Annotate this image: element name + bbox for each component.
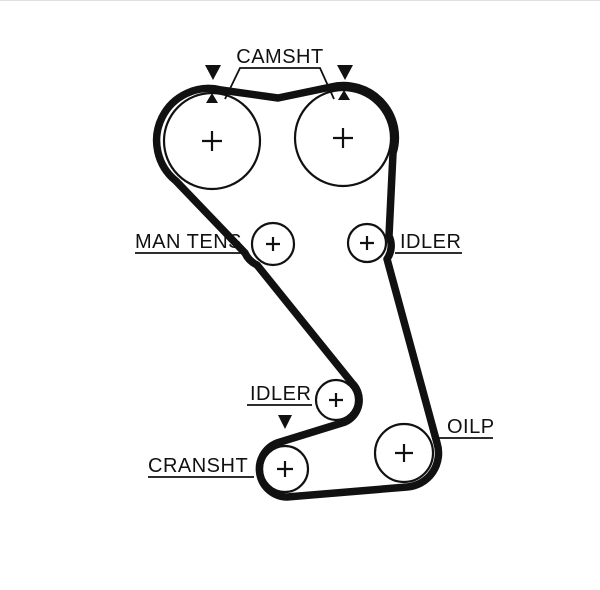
label-camshaft: CAMSHT bbox=[236, 46, 323, 68]
manual-tensioner-center-cross bbox=[266, 237, 280, 251]
idler-lower-center-cross bbox=[329, 393, 343, 407]
timing-mark-arrow-up-cam-left bbox=[206, 93, 218, 103]
pulleys bbox=[162, 88, 435, 494]
label-idler-lower: IDLER bbox=[250, 383, 311, 405]
label-oil-pump: OILP bbox=[447, 416, 495, 438]
timing-mark-arrow-down-cam-left bbox=[205, 65, 221, 80]
camshaft-label-bracket bbox=[224, 67, 335, 100]
camshaft-pulley-left-center-cross bbox=[202, 131, 222, 151]
label-crankshaft: CRANSHT bbox=[148, 455, 248, 477]
label-idler-upper: IDLER bbox=[400, 231, 461, 253]
timing-marks bbox=[205, 65, 353, 429]
timing-belt bbox=[152, 81, 443, 501]
timing-mark-arrow-up-cam-right bbox=[338, 90, 350, 100]
timing-mark-arrow-down-cam-right bbox=[337, 65, 353, 80]
idler-upper-center-cross bbox=[360, 236, 374, 250]
label-manual-tensioner: MAN TENS bbox=[135, 231, 242, 253]
camshaft-pulley-right-center-cross bbox=[333, 128, 353, 148]
crankshaft-center-cross bbox=[277, 461, 293, 477]
timing-mark-arrow-down-crankshaft bbox=[278, 415, 292, 429]
oil-pump-center-cross bbox=[395, 444, 413, 462]
